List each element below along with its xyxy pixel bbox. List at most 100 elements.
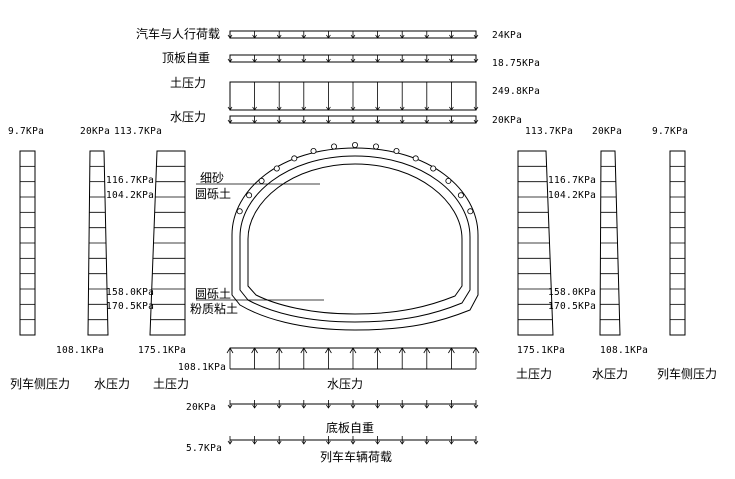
pipe-circle <box>445 177 452 184</box>
bottom-train-arrowhead <box>326 440 331 445</box>
water-load-value: 20KPa <box>492 115 522 126</box>
bottom-train-arrowhead <box>399 440 405 445</box>
pipe-circle <box>330 143 337 150</box>
slab-arrowhead <box>449 58 454 63</box>
bottom-slab-value: 20KPa <box>186 402 216 413</box>
tunnel-section: 细砂 圆砾土 圆砾土 粉质粘土 <box>190 141 479 331</box>
bottom-train-arrowhead <box>350 440 356 445</box>
vehicle-arrowhead <box>276 34 282 39</box>
pipe-circle <box>457 192 464 199</box>
left-soil-mid4-value: 170.5KPa <box>106 301 154 312</box>
bottom-water-arrowhead <box>251 347 258 354</box>
bottom-water-label: 水压力 <box>327 377 363 391</box>
vehicle-arrowhead <box>424 34 430 39</box>
left-soil-bottom-value: 175.1KPa <box>138 345 186 356</box>
slab-arrowhead <box>473 58 479 63</box>
bottom-slab-arrowhead <box>399 404 405 409</box>
right-water-caption: 水压力 <box>592 367 628 381</box>
left-soil-pressure: 113.7KPa 116.7KPa 104.2KPa 158.0KPa 170.… <box>106 126 189 391</box>
soil-arrowhead <box>399 106 405 111</box>
left-water-pressure: 20KPa 108.1KPa 水压力 <box>56 126 130 391</box>
bottom-slab-weight: 20KPa 底板自重 <box>186 400 479 435</box>
slab-load-label: 顶板自重 <box>162 51 210 65</box>
slab-arrowhead <box>399 58 405 63</box>
top-load-soil: 土压力 249.8KPa <box>170 76 540 111</box>
water-arrowhead <box>227 119 233 124</box>
slab-arrowhead <box>424 58 430 63</box>
left-soil-top-value: 113.7KPa <box>114 126 162 137</box>
bottom-water-arrowhead <box>325 347 332 354</box>
bottom-water-arrowhead <box>423 347 431 354</box>
soil-load-value: 249.8KPa <box>492 86 540 97</box>
vehicle-arrowhead <box>375 34 380 39</box>
soil-arrowhead <box>424 106 430 111</box>
pipe-circle <box>372 143 379 150</box>
right-water-top-value: 20KPa <box>592 126 622 137</box>
bottom-train-load: 5.7KPa 列车车辆荷载 <box>186 436 479 464</box>
soil-arrowhead <box>252 106 257 111</box>
vehicle-arrowhead <box>473 34 479 39</box>
layer-round-gravel-bottom: 圆砾土 <box>195 287 231 301</box>
bottom-water-value: 108.1KPa <box>178 362 226 373</box>
tunnel-outer-lining <box>231 147 479 331</box>
layer-round-gravel-top: 圆砾土 <box>195 187 231 201</box>
pipe-roof-circles <box>236 141 474 215</box>
bottom-train-arrowhead <box>252 440 257 445</box>
bottom-slab-arrowhead <box>276 404 282 409</box>
slab-arrowhead <box>276 58 282 63</box>
bottom-train-arrowhead <box>449 440 454 445</box>
left-water-bottom-value: 108.1KPa <box>56 345 104 356</box>
right-water-pressure: 20KPa 108.1KPa 水压力 <box>592 126 648 381</box>
vehicle-arrowhead <box>301 34 307 39</box>
bottom-slab-arrowhead <box>375 404 380 409</box>
right-water-bottom-value: 108.1KPa <box>600 345 648 356</box>
right-soil-pressure: 113.7KPa 116.7KPa 104.2KPa 158.0KPa 170.… <box>516 126 596 381</box>
bottom-water-arrowhead <box>275 347 283 354</box>
pipe-circle <box>412 155 419 162</box>
bottom-slab-arrowhead <box>252 404 257 409</box>
bottom-water-pressure: 108.1KPa 水压力 <box>178 347 480 391</box>
bottom-train-label: 列车车辆荷载 <box>320 449 392 464</box>
water-arrowhead <box>326 119 331 124</box>
vehicle-arrowhead <box>227 34 233 39</box>
bottom-slab-arrowhead <box>227 404 233 409</box>
left-train-top-value: 9.7KPa <box>8 126 44 137</box>
left-water-caption: 水压力 <box>94 377 130 391</box>
bottom-water-arrowhead <box>226 347 234 354</box>
left-water-top-value: 20KPa <box>80 126 110 137</box>
water-arrowhead <box>473 119 479 124</box>
water-arrowhead <box>350 119 356 124</box>
left-soil-mid3-value: 158.0KPa <box>106 287 154 298</box>
right-soil-mid2-value: 104.2KPa <box>548 190 596 201</box>
bottom-train-arrowhead <box>473 440 479 445</box>
bottom-water-arrowhead <box>472 347 480 354</box>
water-arrowhead <box>252 119 257 124</box>
soil-arrowhead <box>326 106 331 111</box>
water-arrowhead <box>276 119 282 124</box>
bottom-slab-label: 底板自重 <box>326 420 374 435</box>
soil-arrowhead <box>375 106 380 111</box>
vehicle-load-value: 24KPa <box>492 30 522 41</box>
bottom-train-arrowhead <box>227 440 233 445</box>
bottom-train-value: 5.7KPa <box>186 443 222 454</box>
left-soil-mid2-value: 104.2KPa <box>106 190 154 201</box>
vehicle-arrowhead <box>449 34 454 39</box>
right-soil-mid3-value: 158.0KPa <box>548 287 596 298</box>
water-load-label: 水压力 <box>170 110 206 124</box>
slab-arrowhead <box>301 58 307 63</box>
vehicle-load-label: 汽车与人行荷载 <box>136 26 220 41</box>
right-soil-top-value: 113.7KPa <box>525 126 573 137</box>
bottom-water-arrowhead <box>398 347 406 354</box>
top-load-water: 水压力 20KPa <box>170 110 522 126</box>
right-soil-bottom-value: 175.1KPa <box>517 345 565 356</box>
bottom-slab-arrowhead <box>326 404 331 409</box>
bottom-water-arrowhead <box>349 347 357 354</box>
layer-silty-clay: 粉质粘土 <box>190 301 238 316</box>
pipe-circle <box>310 147 317 154</box>
right-train-caption: 列车侧压力 <box>657 366 717 381</box>
vehicle-arrowhead <box>399 34 405 39</box>
top-load-vehicle: 汽车与人行荷载 24KPa <box>136 26 522 41</box>
soil-arrowhead <box>473 106 479 111</box>
vehicle-arrowhead <box>350 34 356 39</box>
